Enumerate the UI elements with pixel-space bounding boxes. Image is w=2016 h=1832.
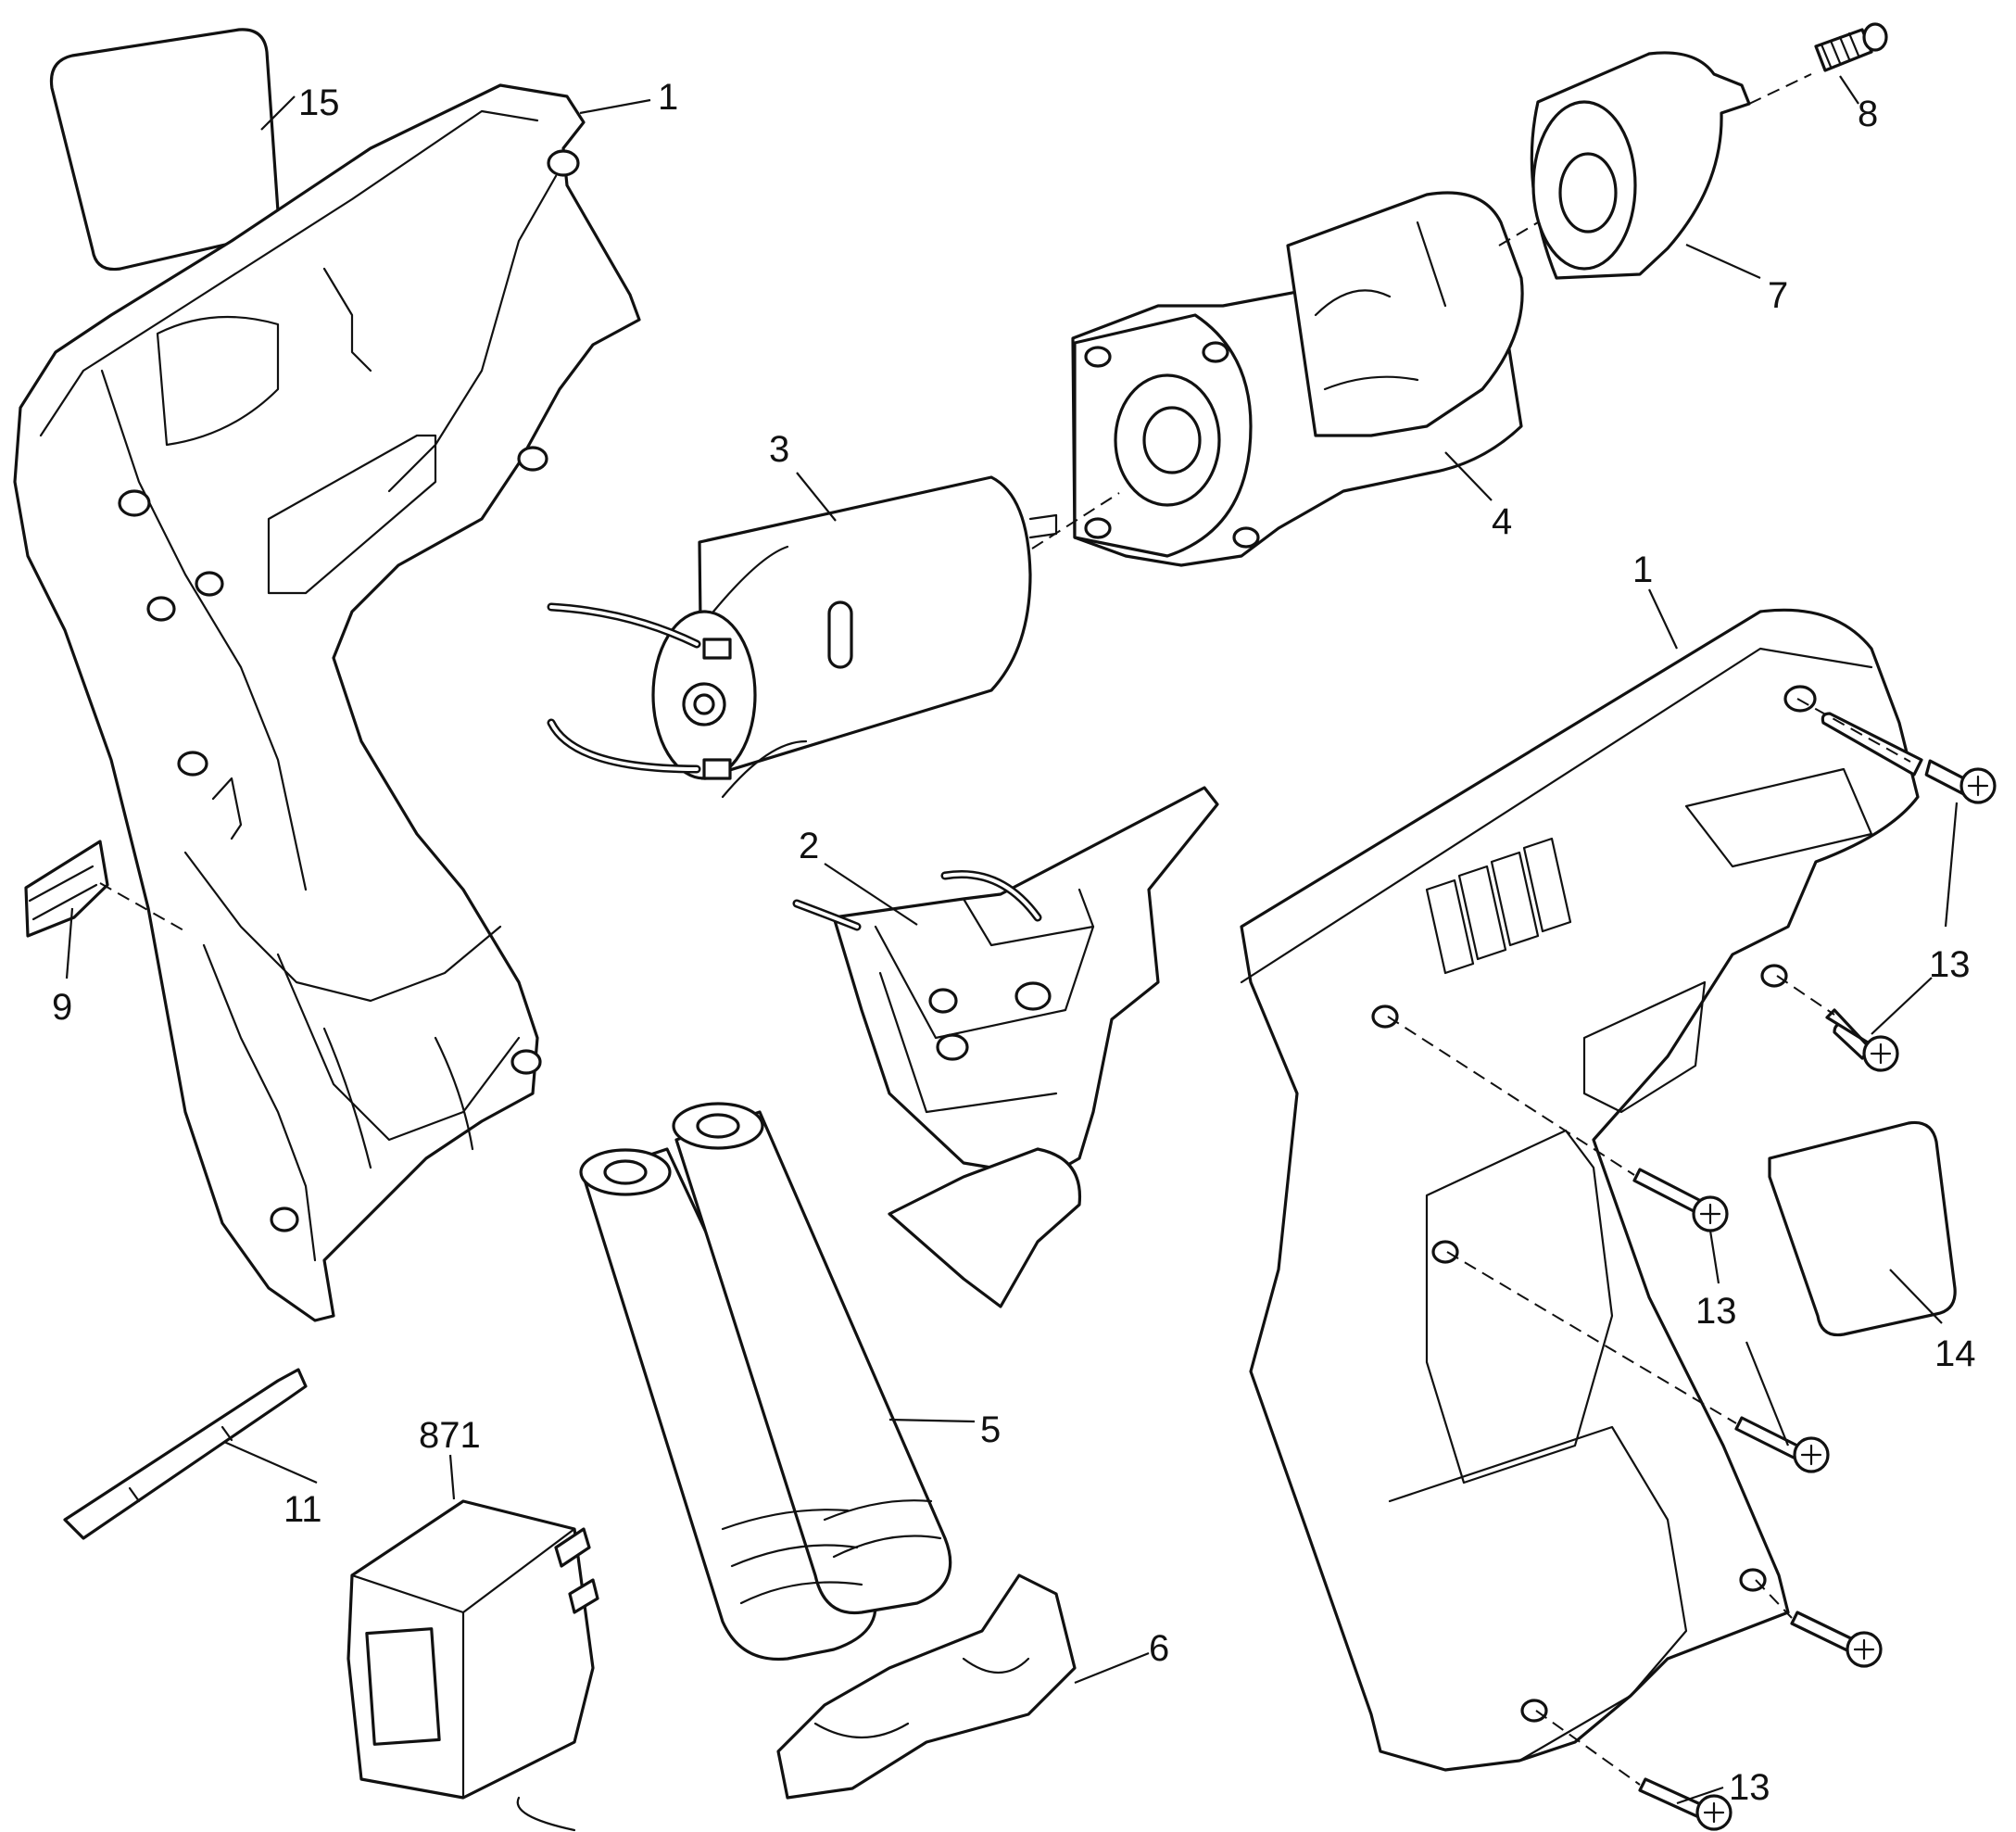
part-1-right-housing-half [1240, 608, 1920, 1772]
callout-1-left-housing: 1 [658, 77, 678, 118]
vent-slots [1425, 837, 1572, 975]
part-3-motor [547, 475, 1058, 799]
part-6-battery-holder [776, 1573, 1077, 1800]
screw-13-bottom-right [1790, 1611, 1883, 1668]
part-871-charger [346, 1499, 599, 1832]
callout-14: 14 [1934, 1333, 1976, 1374]
part-1-left-housing-half [13, 83, 641, 1322]
callout-2: 2 [799, 826, 819, 866]
callout-7: 7 [1768, 275, 1788, 316]
callout-3: 3 [769, 429, 789, 470]
part-2-switch-assembly [792, 786, 1219, 1308]
part-9-contact-clip [24, 840, 109, 938]
screw-13-upper [1821, 712, 1997, 804]
part-5-battery-cells [579, 1102, 952, 1661]
callout-labels: 15 1 8 7 3 4 1 2 9 13 13 14 871 11 5 6 1… [52, 77, 1976, 1808]
callout-5: 5 [980, 1409, 1001, 1450]
screw-13-middle [1632, 1168, 1729, 1232]
callout-13-middle: 13 [1695, 1291, 1737, 1332]
callout-6: 6 [1149, 1628, 1169, 1669]
callout-4: 4 [1492, 501, 1512, 542]
callout-11: 11 [284, 1489, 322, 1530]
screw-13-lower [1734, 1416, 1830, 1473]
callout-15: 15 [298, 82, 340, 123]
callout-13-upper: 13 [1929, 944, 1971, 985]
part-7-chuck [1530, 51, 1751, 280]
alignment-lines [99, 73, 1911, 1786]
part-13-screws [1632, 712, 1997, 1831]
part-4-gearbox [1071, 191, 1524, 567]
screw-13-middle-right [1825, 1008, 1899, 1072]
callout-9: 9 [52, 987, 72, 1028]
part-11-screwdriver-bit [63, 1368, 308, 1540]
callout-13-bottom: 13 [1729, 1767, 1770, 1808]
screw-13-bottom [1638, 1777, 1732, 1831]
callout-1-right-housing: 1 [1632, 550, 1653, 590]
leader-lines [65, 75, 1959, 1805]
callout-8: 8 [1858, 94, 1878, 134]
part-14-label-plate [1768, 1120, 1957, 1337]
part-8-chuck-screw [1814, 22, 1888, 72]
callout-871: 871 [419, 1415, 481, 1456]
